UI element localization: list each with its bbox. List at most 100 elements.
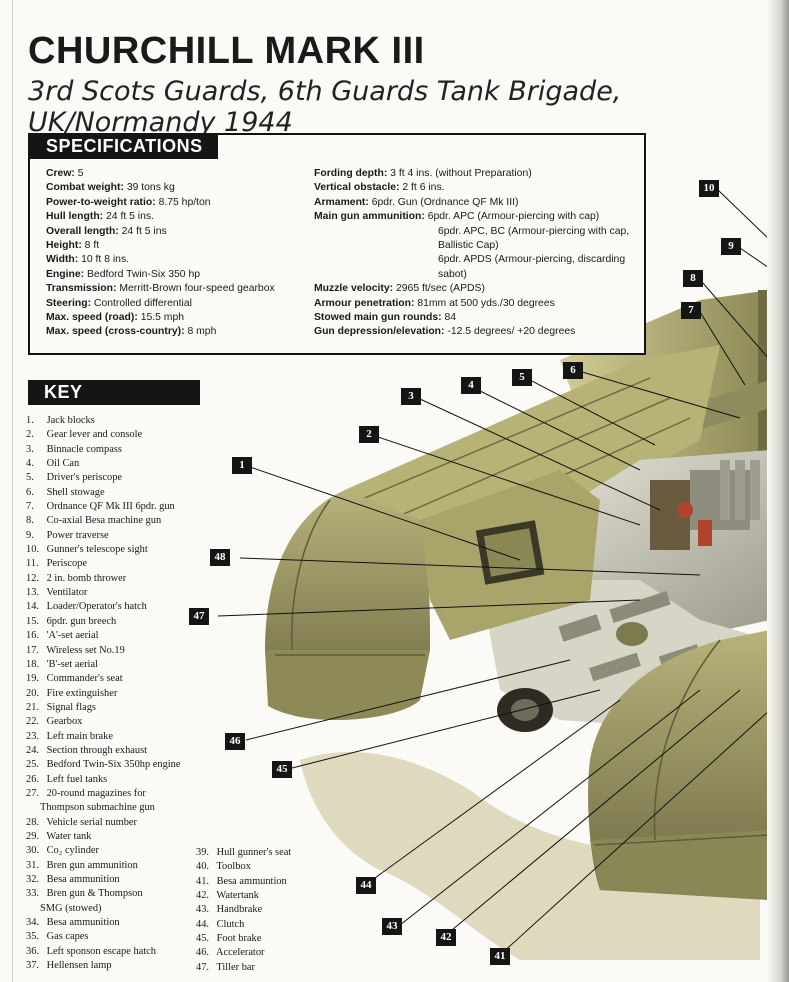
key-item-label: Watertank bbox=[214, 890, 259, 902]
key-item-number: 9. bbox=[26, 529, 34, 541]
key-item: 6. Shell stowage bbox=[26, 486, 216, 500]
key-item: 3. Binnacle compass bbox=[26, 443, 216, 457]
key-item: 22. Gearbox bbox=[26, 715, 216, 729]
key-item-number: 27. bbox=[26, 787, 39, 799]
page-subtitle: 3rd Scots Guards, 6th Guards Tank Brigad… bbox=[28, 76, 622, 138]
callout-41: 41 bbox=[490, 948, 510, 965]
key-item-label: Gearbox bbox=[44, 716, 83, 728]
page-title: CHURCHILL MARK III bbox=[28, 30, 425, 72]
callout-1: 1 bbox=[232, 457, 252, 474]
spec-value: 24 ft 5 ins. bbox=[103, 211, 154, 223]
spec-label: Transmission: bbox=[46, 283, 117, 295]
key-item-number: 16. bbox=[26, 630, 39, 642]
specifications-right-list: Fording depth: 3 ft 4 ins. (without Prep… bbox=[314, 167, 644, 225]
key-item-number: 26. bbox=[26, 773, 39, 785]
callout-47: 47 bbox=[189, 608, 209, 625]
spec-row: Main gun ammunition: 6pdr. APC (Armour-p… bbox=[314, 210, 644, 224]
specifications-right-list-2: Muzzle velocity: 2965 ft/sec (APDS)Armou… bbox=[314, 282, 644, 340]
key-item-number: 12. bbox=[26, 572, 39, 584]
key-item: 7. Ordnance QF Mk III 6pdr. gun bbox=[26, 500, 216, 514]
key-item-label: Ordnance QF Mk III 6pdr. gun bbox=[44, 501, 175, 513]
key-item: 8. Co-axial Besa machine gun bbox=[26, 514, 216, 528]
key-item-number: 13. bbox=[26, 587, 39, 599]
spec-row: Gun depression/elevation: -12.5 degrees/… bbox=[314, 325, 644, 339]
key-item-number: 15. bbox=[26, 615, 39, 627]
key-item-label: 'A'-set aerial bbox=[44, 630, 99, 642]
callout-10: 10 bbox=[699, 180, 719, 197]
key-item-label: Oil Can bbox=[44, 458, 80, 470]
key-item: 47. Tiller bar bbox=[196, 961, 336, 975]
spec-label: Combat weight: bbox=[46, 182, 124, 194]
key-item-label: Besa ammuntion bbox=[214, 875, 287, 887]
spec-label: Max. speed (road): bbox=[46, 312, 138, 324]
spec-value: 6pdr. APC (Armour-piercing with cap) bbox=[424, 211, 600, 223]
key-item-label-continued: Thompson submachine gun bbox=[40, 802, 155, 814]
spec-value: 24 ft 5 ins bbox=[118, 225, 167, 237]
spec-row: Power-to-weight ratio: 8.75 hp/ton bbox=[46, 196, 316, 210]
key-item-number: 24. bbox=[26, 744, 39, 756]
spec-label: Max. speed (cross-country): bbox=[46, 326, 185, 338]
key-item: 18. 'B'-set aerial bbox=[26, 658, 216, 672]
specifications-right-column: Fording depth: 3 ft 4 ins. (without Prep… bbox=[314, 167, 644, 340]
key-item-number: 1. bbox=[26, 415, 34, 426]
key-item-number: 22. bbox=[26, 716, 39, 728]
key-item-number: 6. bbox=[26, 486, 34, 498]
key-item-number: 29. bbox=[26, 830, 39, 842]
callout-7: 7 bbox=[681, 302, 701, 319]
key-item: 9. Power traverse bbox=[26, 529, 216, 543]
key-item-label: Gunner's telescope sight bbox=[44, 544, 148, 556]
key-item: 23. Left main brake bbox=[26, 730, 216, 744]
spec-row: Transmission: Merritt-Brown four-speed g… bbox=[46, 282, 316, 296]
key-item-label: Co₂ cylinder bbox=[44, 845, 99, 857]
spec-row: Hull length: 24 ft 5 ins. bbox=[46, 210, 316, 224]
key-item: 37. Hellensen lamp bbox=[26, 959, 216, 973]
key-item-label: Clutch bbox=[214, 918, 245, 930]
key-item-number: 39. bbox=[196, 847, 209, 858]
key-item-label: Periscope bbox=[44, 558, 87, 570]
key-item: 17. Wireless set No.19 bbox=[26, 644, 216, 658]
key-item-label: Besa ammunition bbox=[44, 874, 120, 885]
key-item: 29. Water tank bbox=[26, 830, 216, 844]
key-item: 11. Periscope bbox=[26, 557, 216, 571]
key-item: 13. Ventilator bbox=[26, 586, 216, 600]
key-item-number: 23. bbox=[26, 730, 39, 742]
key-item-number: 44. bbox=[196, 918, 209, 930]
spec-value: 3 ft 4 ins. (without Preparation) bbox=[387, 168, 532, 179]
key-item-label: Bren gun ammunition bbox=[44, 859, 138, 871]
key-item: 28. Vehicle serial number bbox=[26, 816, 216, 830]
key-item-number: 11. bbox=[26, 558, 39, 570]
key-item-number: 40. bbox=[196, 861, 209, 873]
key-item-label-continued: SMG (stowed) bbox=[40, 902, 102, 914]
key-item-label: Jack blocks bbox=[44, 415, 95, 426]
spec-label: Overall length: bbox=[46, 225, 119, 237]
key-item-label: 6pdr. gun breech bbox=[44, 615, 117, 627]
key-item-number: 19. bbox=[26, 673, 39, 685]
key-item-label: Left main brake bbox=[44, 730, 113, 742]
ammo-line: Ballistic Cap) bbox=[438, 240, 499, 252]
key-item-label: Water tank bbox=[44, 830, 92, 842]
key-item: 43. Handbrake bbox=[196, 903, 336, 917]
spec-value: 39 tons kg bbox=[123, 182, 175, 194]
spec-label: Stowed main gun rounds: bbox=[314, 312, 442, 324]
spec-row: Crew: 5 bbox=[46, 167, 316, 181]
key-item: 30. Co₂ cylinder bbox=[26, 844, 216, 858]
spec-label: Gun depression/elevation: bbox=[314, 326, 445, 338]
spec-label: Fording depth: bbox=[314, 168, 388, 179]
spec-row: Engine: Bedford Twin-Six 350 hp bbox=[46, 268, 316, 282]
key-item-label: Ventilator bbox=[44, 587, 88, 599]
key-item-label: Bedford Twin-Six 350hp engine bbox=[44, 759, 181, 771]
key-item-label: Tiller bar bbox=[214, 961, 255, 973]
key-item-number: 37. bbox=[26, 960, 39, 972]
spec-value: 8 ft bbox=[81, 240, 100, 252]
key-item-label: Binnacle compass bbox=[44, 443, 122, 455]
key-item-label: 'B'-set aerial bbox=[44, 658, 98, 670]
key-item: 45. Foot brake bbox=[196, 932, 336, 946]
spec-row: Width: 10 ft 8 ins. bbox=[46, 253, 316, 267]
page-binding-shadow bbox=[767, 0, 789, 982]
